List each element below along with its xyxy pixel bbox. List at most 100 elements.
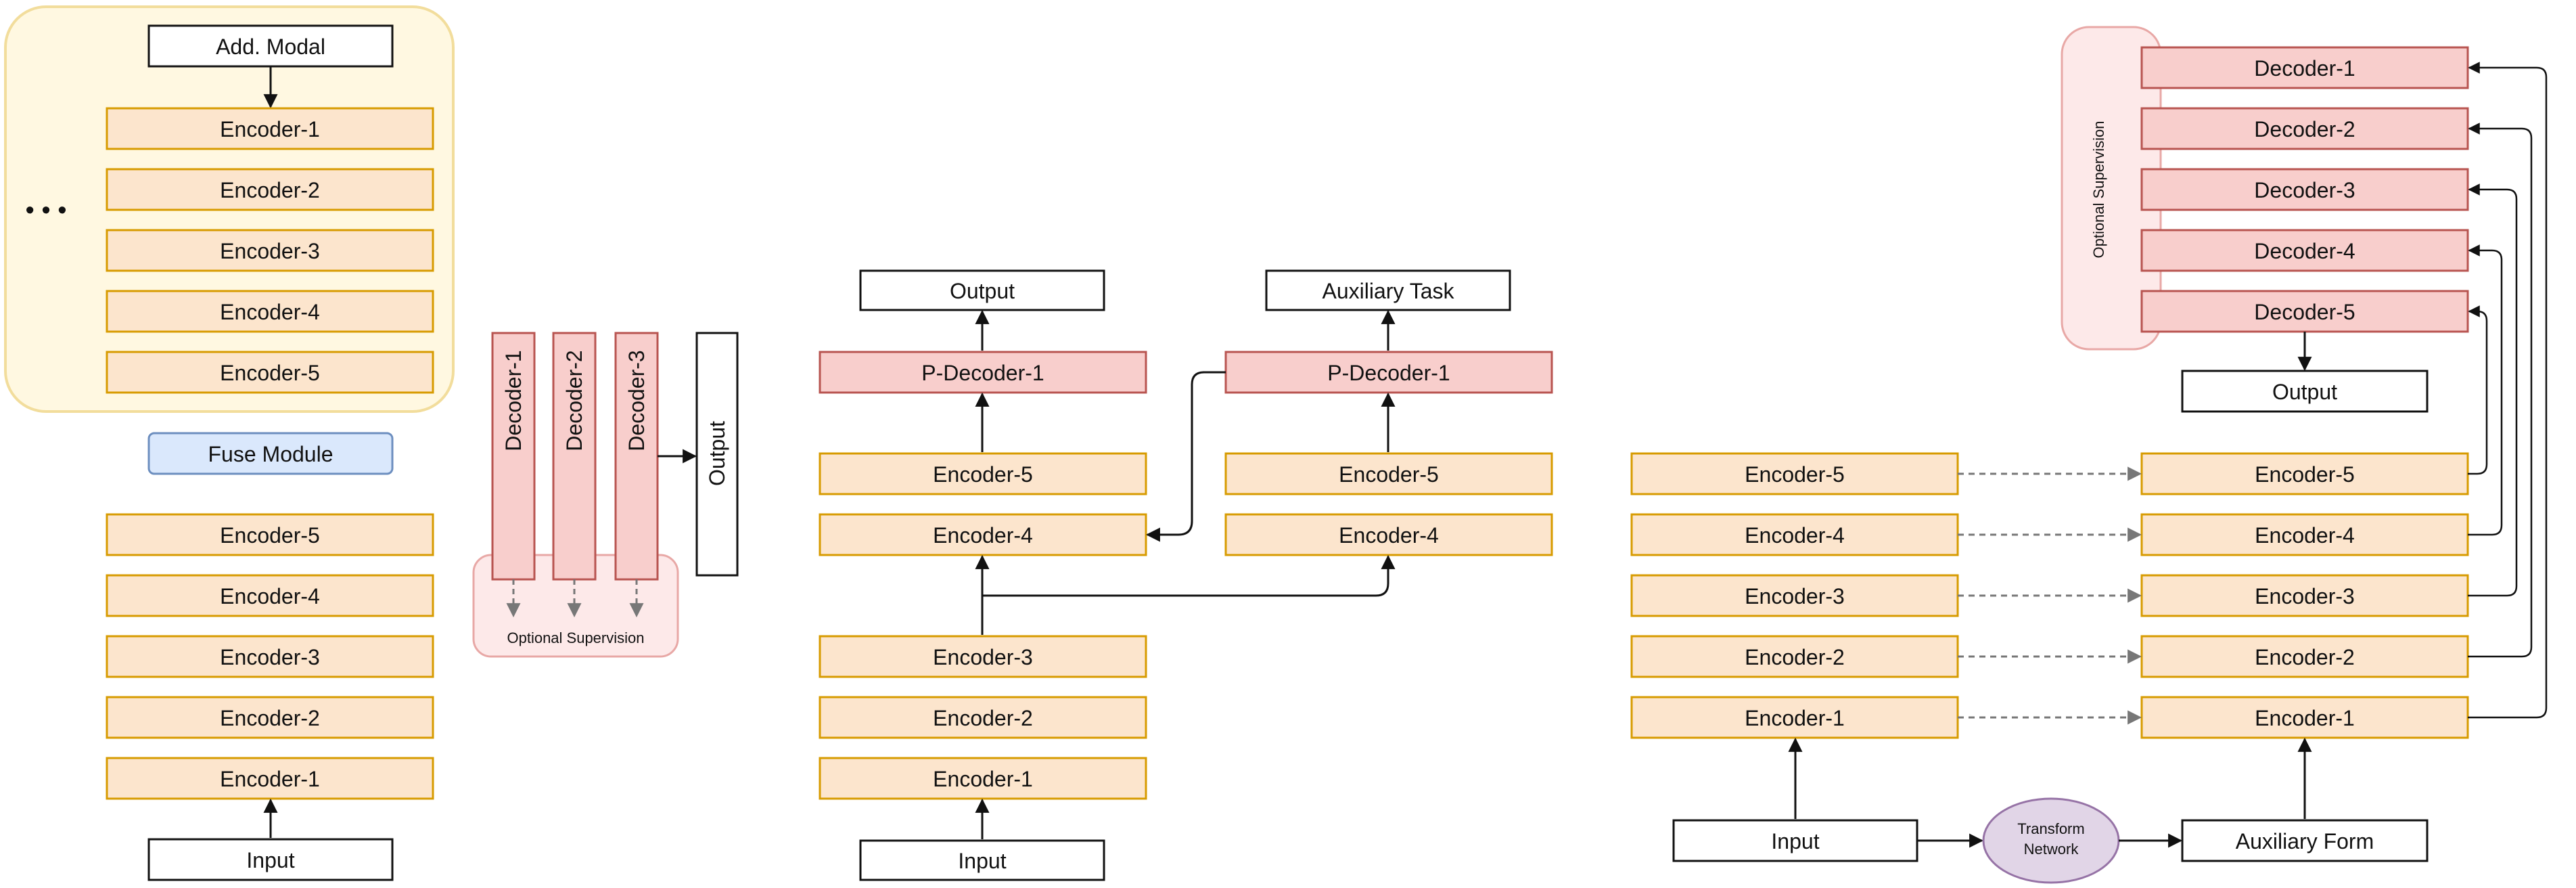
encoder-box [106,635,434,678]
encoder-box [1224,513,1553,556]
dashed-connections [1958,466,2142,725]
add-modal-label: Add. Modal [216,35,325,59]
optional-supervision-label: Optional Supervision [2090,120,2107,258]
lower-encoder-stack: Encoder-5 Encoder-4 Encoder-3 Encoder-2 … [106,513,434,800]
decoder-box [2140,168,2469,211]
encoder-label: Encoder-5 [1339,462,1439,487]
panel-d: Optional Supervision Decoder-1 Decoder-2… [1630,26,2548,884]
decoder-box [2140,229,2469,272]
p-decoder-label: P-Decoder-1 [1327,361,1450,385]
encoder-box [106,229,434,272]
decoder-label: Decoder-3 [2254,178,2355,202]
input-label: Input [246,848,294,872]
encoder-label: Encoder-3 [220,239,320,263]
encoder-label: Encoder-1 [933,767,1033,791]
decoder-label: Decoder-2 [2254,117,2355,141]
input-box [859,839,1105,881]
encoder-label: Encoder-4 [1339,523,1439,548]
encoder-label: Encoder-5 [220,361,320,385]
skip-connections [2468,62,2548,719]
encoder-label: Encoder-5 [933,462,1033,487]
encoder-box [1630,452,1959,495]
transform-network-label: Network [2024,841,2079,858]
encoder-box [106,757,434,800]
optional-supervision-label: Optional Supervision [507,629,644,646]
skip-arrow [2468,62,2548,719]
encoder-box [819,757,1147,800]
auxiliary-form-box [2181,819,2429,862]
encoder-label: Encoder-2 [220,706,320,730]
decoder-label: Decoder-4 [2254,239,2355,263]
encoder-box [1630,696,1959,739]
encoder-label: Encoder-2 [1745,645,1845,669]
encoder-label: Encoder-2 [933,706,1033,730]
output-box [859,269,1105,311]
p-decoder-box [819,351,1147,394]
input-box [1672,819,1918,862]
decoder-box [2140,107,2469,150]
encoder-box [2140,574,2469,617]
transform-network-label: Transform [2017,820,2084,837]
skip-arrow [2468,123,2533,658]
encoder-label: Encoder-1 [220,117,320,141]
skip-arrow [2468,244,2503,536]
encoder-label: Encoder-1 [1745,706,1845,730]
ellipsis: • • • [25,196,66,225]
decoder-stack: Decoder-1 Decoder-2 Decoder-3 Decoder-4 … [2140,46,2469,333]
decoder-label: Decoder-2 [562,350,586,451]
output-box [695,332,739,577]
p-decoder-box [1224,351,1553,394]
encoder-box [819,696,1147,739]
encoder-label: Encoder-1 [220,767,320,791]
fuse-module-label: Fuse Module [208,442,334,466]
panel-b: Decoder-1 Decoder-2 Decoder-3 Optional S… [472,332,739,658]
encoder-label: Encoder-4 [1745,523,1845,548]
input-box [147,838,394,881]
decoder-box [2140,46,2469,89]
encoder-label: Encoder-3 [220,645,320,669]
output-box [2181,370,2429,413]
encoder-box [106,290,434,333]
encoder-label: Encoder-1 [2255,706,2355,730]
encoder-box [106,351,434,394]
decoder-label: Decoder-1 [2254,56,2355,81]
decoder-label: Decoder-3 [624,350,649,451]
input-label: Input [1771,829,1819,853]
encoder-box [106,513,434,556]
decoder-box [552,332,597,581]
encoder-label: Encoder-5 [2255,462,2355,487]
output-label: Output [950,279,1015,303]
encoder-box [1630,635,1959,678]
encoder-label: Encoder-3 [933,645,1033,669]
decoder-label: Decoder-5 [2254,300,2355,324]
left-encoder-stack: Encoder-5 Encoder-4 Encoder-3 Encoder-2 … [1630,452,1959,739]
panel-c: Output Auxiliary Task P-Decoder-1 P-Deco… [819,269,1553,881]
auxiliary-task-label: Auxiliary Task [1322,279,1454,303]
encoder-label: Encoder-4 [220,584,320,608]
skip-arrow [2468,305,2488,475]
encoder-label: Encoder-4 [2255,523,2355,548]
encoder-box [1630,513,1959,556]
skip-arrow [2468,183,2518,597]
auxiliary-form-label: Auxiliary Form [2236,829,2374,853]
encoder-box [1224,452,1553,495]
encoder-box [106,696,434,739]
p-decoder-label: P-Decoder-1 [921,361,1044,385]
decoder-box [491,332,536,581]
decoder-box [614,332,659,581]
panel-a: Add. Modal • • • Encoder-1 Encoder-2 Enc… [4,5,455,881]
upper-encoder-stack: Encoder-1 Encoder-2 Encoder-3 Encoder-4 … [106,107,434,394]
encoder-box [819,635,1147,678]
encoder-label: Encoder-2 [220,178,320,202]
output-label: Output [705,421,729,486]
encoder-label: Encoder-5 [220,523,320,548]
right-encoder-stack: Encoder-5 Encoder-4 Encoder-3 Encoder-2 … [2140,452,2469,739]
input-label: Input [958,849,1006,873]
add-modal-box [147,24,394,68]
encoder-box [2140,452,2469,495]
aux-decoder-to-encoder-arrow [1145,371,1226,542]
encoder-label: Encoder-4 [933,523,1033,548]
encoder-box [819,452,1147,495]
branch-to-aux-arrow [982,554,1396,597]
